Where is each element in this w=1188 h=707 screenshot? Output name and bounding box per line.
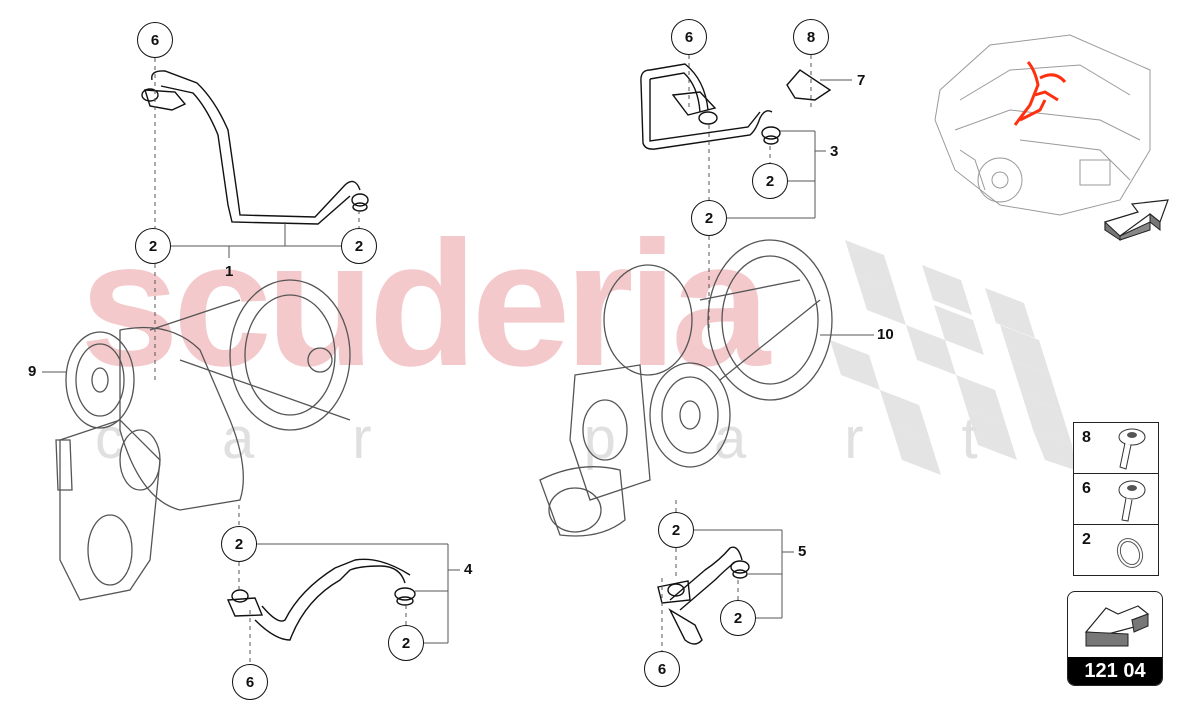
- page-reference-button[interactable]: 121 04: [1067, 591, 1163, 686]
- torx-bolt-icon: [1118, 480, 1146, 522]
- oil-hose-5-drawing: [657, 546, 750, 645]
- oil-pipe-3-drawing: [640, 63, 832, 150]
- o-ring-seal-icon: [1116, 537, 1144, 569]
- leader-lines: [42, 55, 874, 664]
- oil-pipe-1-drawing: [141, 70, 369, 225]
- callout-6[interactable]: 6: [232, 664, 268, 700]
- highlighted-pipes-icon: [1013, 61, 1067, 126]
- engine-overview-icon: [934, 34, 1151, 216]
- callout-6[interactable]: 6: [644, 651, 680, 687]
- callout-2[interactable]: 2: [691, 200, 727, 236]
- callout-2[interactable]: 2: [658, 512, 694, 548]
- part-label-4[interactable]: 4: [464, 561, 473, 578]
- callout-2[interactable]: 2: [720, 600, 756, 636]
- part-label-3[interactable]: 3: [830, 143, 839, 160]
- checkered-flag-icon: [830, 240, 1075, 475]
- part-label-9[interactable]: 9: [28, 363, 37, 380]
- hardware-legend: 8 6 2: [1073, 422, 1159, 576]
- legend-number: 8: [1082, 429, 1091, 446]
- oil-hose-4-drawing: [226, 558, 416, 641]
- torx-bolt-icon: [1118, 428, 1146, 470]
- callout-2[interactable]: 2: [341, 228, 377, 264]
- part-label-5[interactable]: 5: [798, 543, 807, 560]
- callout-2[interactable]: 2: [135, 228, 171, 264]
- callout-6[interactable]: 6: [137, 22, 173, 58]
- legend-number: 2: [1082, 531, 1091, 548]
- part-label-7[interactable]: 7: [857, 72, 866, 89]
- arrow-forward-icon: [1104, 199, 1169, 241]
- part-label-10[interactable]: 10: [877, 326, 894, 343]
- callout-2[interactable]: 2: [388, 625, 424, 661]
- callout-6[interactable]: 6: [671, 19, 707, 55]
- part-label-1[interactable]: 1: [225, 263, 234, 280]
- turbocharger-left-drawing: [55, 279, 351, 601]
- callout-2[interactable]: 2: [221, 526, 257, 562]
- callout-2[interactable]: 2: [752, 163, 788, 199]
- callout-8[interactable]: 8: [793, 19, 829, 55]
- legend-item-2[interactable]: 2: [1074, 525, 1158, 575]
- legend-number: 6: [1082, 480, 1091, 497]
- turbocharger-right-drawing: [539, 239, 833, 537]
- arrow-back-icon: [1084, 605, 1150, 647]
- legend-item-8[interactable]: 8: [1074, 423, 1158, 474]
- page-reference-number: 121 04: [1068, 657, 1162, 685]
- legend-item-6[interactable]: 6: [1074, 474, 1158, 525]
